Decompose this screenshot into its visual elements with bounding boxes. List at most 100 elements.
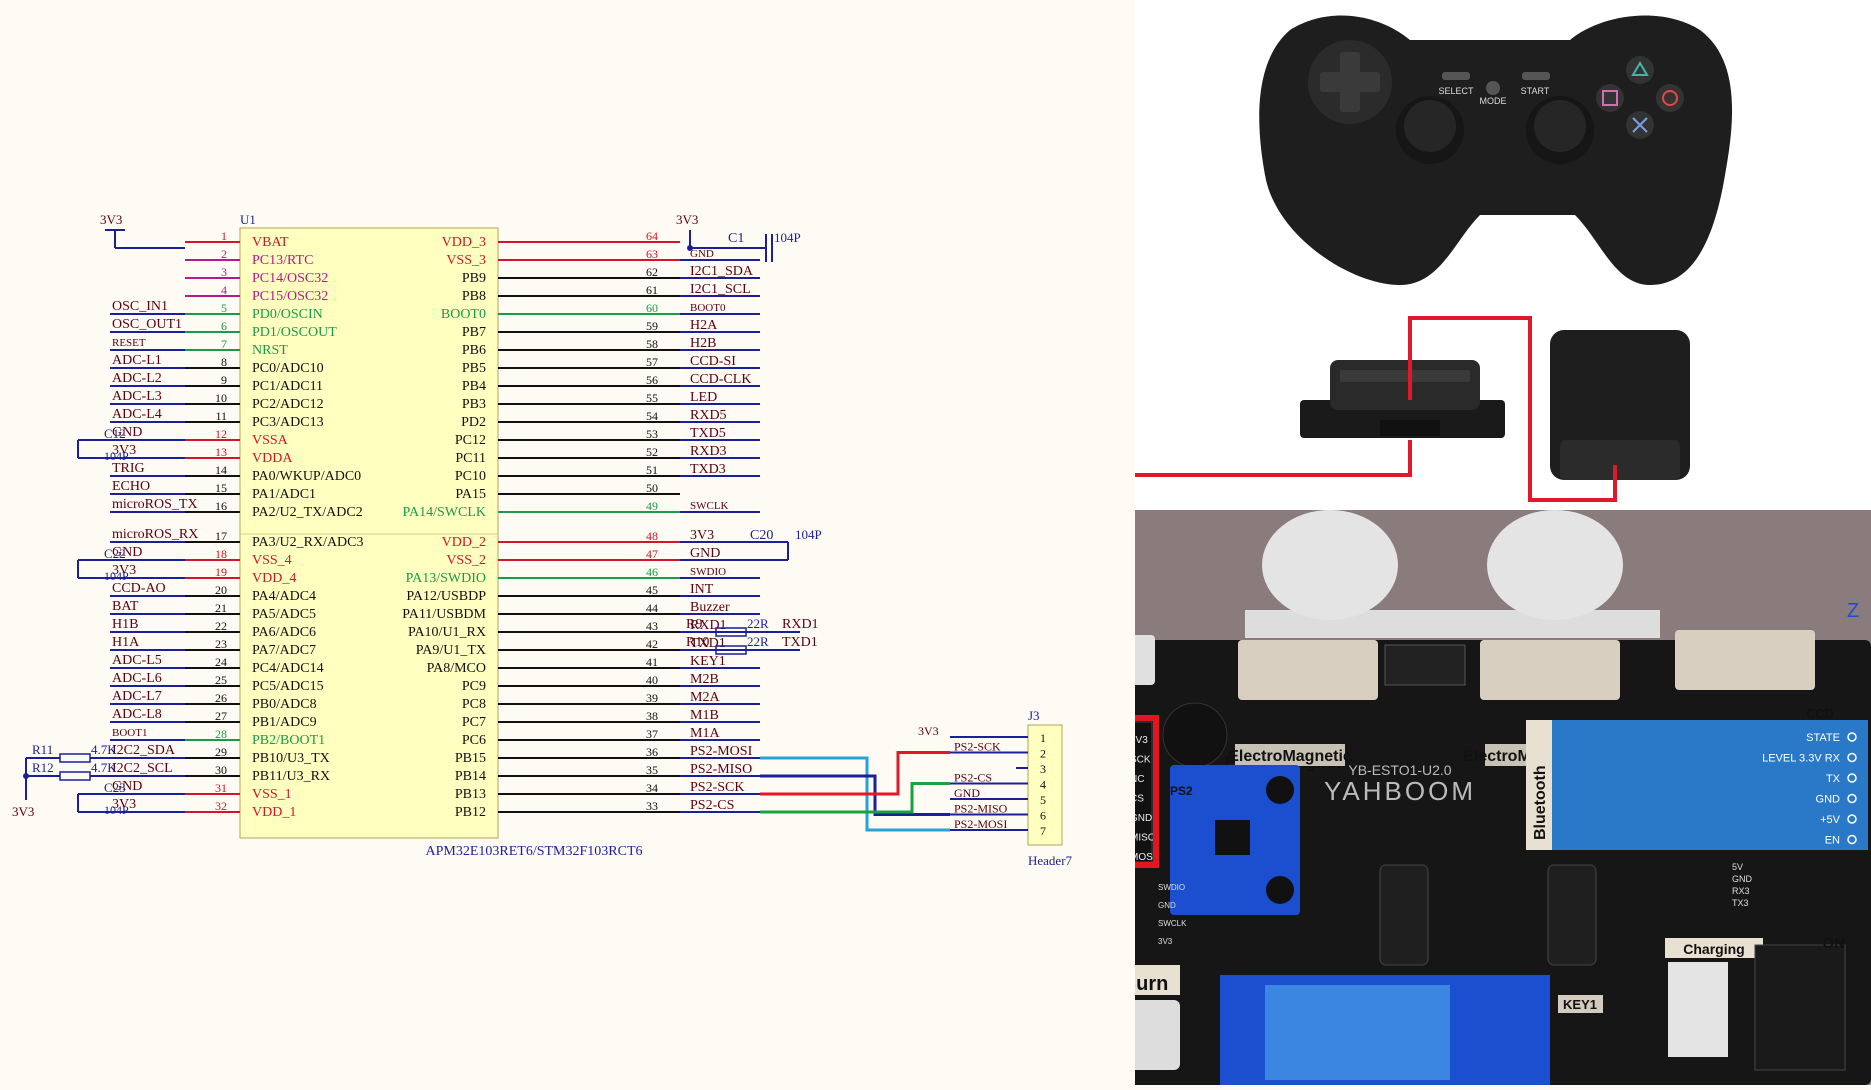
pin-number: 56: [646, 373, 658, 387]
bt-pin: [1847, 834, 1857, 845]
chip-body: [239, 227, 499, 839]
c20-ref: C20: [750, 528, 773, 543]
key1-label-text: KEY1: [1563, 997, 1597, 1012]
pin-name: PB11/U3_RX: [252, 769, 330, 784]
bt-pin-label: EN: [1825, 835, 1840, 847]
net-label: RXD3: [690, 444, 727, 459]
uart-pin-label: TX3: [1732, 898, 1749, 908]
uart-pin-label: GND: [1732, 874, 1753, 884]
net-label: ADC-L3: [112, 389, 162, 404]
pin-name: PC12: [455, 433, 486, 448]
pin-number: 29: [215, 745, 227, 759]
pin-number: 34: [646, 781, 658, 795]
header-net-label: PS2-CS: [954, 771, 992, 785]
chip-ref: U1: [240, 212, 256, 227]
ccd-label: CCD: [1806, 706, 1834, 721]
pin-name: PD2: [461, 415, 486, 430]
uart-net: TXD1: [782, 635, 818, 650]
header-net-label: PS2-MISO: [954, 802, 1008, 816]
ps2-pin-label: MOSI: [1135, 852, 1156, 863]
select-label: SELECT: [1438, 86, 1474, 96]
resistor-ref: R9: [686, 617, 702, 632]
pin-number: 3: [221, 265, 227, 279]
pin-number: 58: [646, 337, 658, 351]
ps2-pin-label: MISO: [1135, 833, 1156, 844]
header-pin-num: 4: [1040, 778, 1046, 792]
pin-number: 14: [215, 463, 227, 477]
pin-number: 13: [215, 445, 227, 459]
axis-z-label: Z: [1847, 600, 1859, 622]
pin-number: 24: [215, 655, 227, 669]
pin-number: 37: [646, 727, 658, 741]
net-label: GND: [112, 779, 142, 794]
pin-name: PC14/OSC32: [252, 271, 328, 286]
net-label: SWDIO: [690, 566, 726, 578]
uart-pin-label: 5V: [1732, 862, 1743, 872]
net-label: TXD1: [690, 636, 726, 651]
bt-label: Bluetooth: [1532, 765, 1549, 840]
c22-val: 104P: [104, 569, 129, 583]
burn-label: Burn: [1135, 973, 1168, 995]
pin-number: 23: [215, 637, 227, 651]
pin-name: PA14/SWCLK: [402, 505, 486, 520]
pin-name: PB6: [462, 343, 486, 358]
net-label: BOOT0: [690, 302, 726, 314]
pin-name: PB10/U3_TX: [252, 751, 330, 766]
resistor-val: 4.7K: [91, 760, 117, 775]
c22-ref: C22: [104, 546, 126, 561]
net-label: H1A: [112, 635, 140, 650]
ps2-pin-label: GND: [1135, 813, 1152, 824]
net-label: BAT: [112, 599, 139, 614]
pin-number: 7: [221, 337, 227, 351]
header-pin-num: 1: [1040, 731, 1046, 745]
ps2-pin-label: CS: [1135, 794, 1144, 805]
net-label: Buzzer: [690, 600, 730, 615]
net-label: RXD5: [690, 408, 727, 423]
pin-name: PA11/USBDM: [402, 607, 486, 622]
pin-name: PB14: [455, 769, 486, 784]
pin-number: 32: [215, 799, 227, 813]
net-label: M2B: [690, 672, 719, 687]
pin-number: 25: [215, 673, 227, 687]
pin-name: PC7: [462, 715, 486, 730]
pin-number: 10: [215, 391, 227, 405]
net-label: H2B: [690, 336, 716, 351]
pin-number: 6: [221, 319, 227, 333]
pin-number: 54: [646, 409, 658, 423]
ps2-wire: [760, 782, 950, 814]
pin-number: 55: [646, 391, 658, 405]
net-label: OSC_OUT1: [112, 317, 182, 332]
bt-pin: [1847, 793, 1857, 804]
net-label: M2A: [690, 690, 720, 705]
pin-name: PB12: [455, 805, 486, 820]
net-label: I2C2_SDA: [112, 743, 176, 758]
pin-number: 41: [646, 655, 658, 669]
power-3v3-top-left: 3V3: [100, 212, 122, 227]
pin-name: PD0/OSCIN: [252, 307, 323, 322]
net-label: H2A: [690, 318, 718, 333]
net-label: PS2-CS: [690, 798, 734, 813]
pin-name: PC9: [462, 679, 486, 694]
net-label: H1B: [112, 617, 138, 632]
pin-name: BOOT0: [441, 307, 486, 322]
header-ref: J3: [1028, 708, 1040, 723]
pin-number: 40: [646, 673, 658, 687]
pin-number: 46: [646, 565, 658, 579]
net-label: I2C2_SCL: [112, 761, 173, 776]
net-label: microROS_RX: [112, 527, 198, 542]
net-label: TRIG: [112, 461, 145, 476]
pin-number: 26: [215, 691, 227, 705]
ps2-pin-label: NC: [1135, 774, 1144, 785]
pin-name: PB2/BOOT1: [252, 733, 325, 748]
board-brand: YAHBOOM: [1324, 776, 1476, 806]
net-label: BOOT1: [112, 727, 147, 739]
net-label: ECHO: [112, 479, 150, 494]
net-label: ADC-L6: [112, 671, 162, 686]
pin-number: 42: [646, 637, 658, 651]
pin-name: VDD_3: [442, 235, 486, 250]
charging-label: Charging: [1683, 941, 1744, 957]
pin-name: PC8: [462, 697, 486, 712]
c23-ref: C23: [104, 780, 126, 795]
pin-number: 43: [646, 619, 658, 633]
pin-number: 49: [646, 499, 658, 513]
